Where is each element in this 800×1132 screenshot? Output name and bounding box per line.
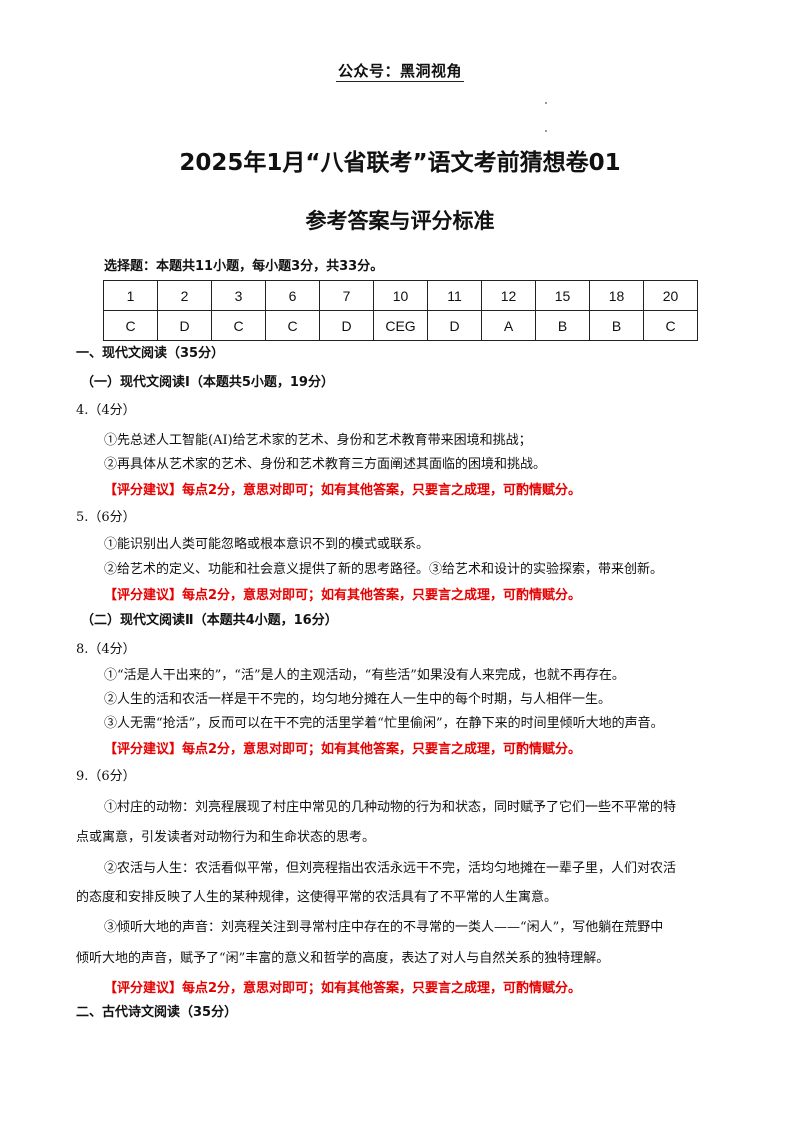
question-number-cell: 12 bbox=[481, 280, 536, 311]
answer-point: ①能识别出人类可能忽略或根本意识不到的模式或联系。 bbox=[104, 537, 430, 552]
question-head: 4.（4分） bbox=[76, 403, 136, 418]
question-number-cell: 15 bbox=[535, 280, 590, 311]
answer-cell: C bbox=[265, 310, 320, 341]
answer-point: 点或寓意，引发读者对动物行为和生命状态的思考。 bbox=[76, 830, 376, 845]
answer-point: ②给艺术的定义、功能和社会意义提供了新的思考路径。③给艺术和设计的实验探索，带来… bbox=[104, 562, 664, 577]
choice-section-note: 选择题：本题共11小题，每小题3分，共33分。 bbox=[104, 259, 384, 274]
question-number-cell: 6 bbox=[265, 280, 320, 311]
answer-point: 倾听大地的声音，赋予了“闲”丰富的意义和哲学的高度，表达了对人与自然关系的独特理… bbox=[76, 951, 610, 966]
answer-cell: A bbox=[481, 310, 536, 341]
question-number-cell: 20 bbox=[643, 280, 698, 311]
scoring-advice: 【评分建议】每点2分，意思对即可；如有其他答案，只要言之成理，可酌情赋分。 bbox=[104, 742, 582, 757]
scan-dot bbox=[545, 130, 547, 132]
answer-point: ②人生的活和农活一样是干不完的，均匀地分摊在人一生中的每个时期，与人相伴一生。 bbox=[104, 692, 612, 707]
answer-point: ①先总述人工智能(AI)给艺术家的艺术、身份和艺术教育带来困境和挑战； bbox=[104, 433, 532, 448]
scoring-advice: 【评分建议】每点2分，意思对即可；如有其他答案，只要言之成理，可酌情赋分。 bbox=[104, 588, 582, 603]
subsection-heading: （一）现代文阅读Ⅰ（本题共5小题，19分） bbox=[81, 375, 334, 390]
document-title: 2025年1月“八省联考”语文考前猜想卷01 bbox=[179, 150, 621, 176]
answer-cell: D bbox=[319, 310, 374, 341]
answer-cell: D bbox=[157, 310, 212, 341]
answer-point: ②再具体从艺术家的艺术、身份和艺术教育三方面阐述其面临的困境和挑战。 bbox=[104, 457, 547, 472]
answer-cell: D bbox=[427, 310, 482, 341]
answer-point: ①村庄的动物：刘亮程展现了村庄中常见的几种动物的行为和状态，同时赋予了它们一些不… bbox=[104, 800, 677, 815]
answer-cell: B bbox=[589, 310, 644, 341]
answer-point: 的态度和安排反映了人生的某种规律，这使得平常的农活具有了不平常的人生寓意。 bbox=[76, 890, 558, 905]
answer-table: 1 2 3 6 7 10 11 12 15 18 20 C D C C D CE… bbox=[103, 280, 698, 341]
header-note: 公众号：黑洞视角 bbox=[0, 60, 800, 82]
document-subtitle: 参考答案与评分标准 bbox=[305, 209, 495, 233]
question-number-cell: 10 bbox=[373, 280, 428, 311]
question-number-cell: 3 bbox=[211, 280, 266, 311]
answer-point: ①“活是人干出来的”，“活”是人的主观活动，“有些活”如果没有人来完成，也就不再… bbox=[104, 668, 625, 683]
answer-cell: C bbox=[211, 310, 266, 341]
answer-cell: CEG bbox=[373, 310, 428, 341]
answer-cell: C bbox=[643, 310, 698, 341]
answer-table-number-row: 1 2 3 6 7 10 11 12 15 18 20 bbox=[103, 280, 698, 311]
question-number-cell: 2 bbox=[157, 280, 212, 311]
answer-table-answer-row: C D C C D CEG D A B B C bbox=[103, 310, 698, 341]
question-number-cell: 18 bbox=[589, 280, 644, 311]
question-number-cell: 7 bbox=[319, 280, 374, 311]
question-number-cell: 1 bbox=[103, 280, 158, 311]
scoring-advice: 【评分建议】每点2分，意思对即可；如有其他答案，只要言之成理，可酌情赋分。 bbox=[104, 981, 582, 996]
question-head: 5.（6分） bbox=[76, 510, 136, 525]
question-number-cell: 11 bbox=[427, 280, 482, 311]
scoring-advice: 【评分建议】每点2分，意思对即可；如有其他答案，只要言之成理，可酌情赋分。 bbox=[104, 483, 582, 498]
answer-point: ②农活与人生：农活看似平常，但刘亮程指出农活永远干不完，活均匀地摊在一辈子里，人… bbox=[104, 861, 677, 876]
section-heading: 一、现代文阅读（35分） bbox=[76, 346, 225, 361]
answer-point: ③人无需“抢活”，反而可以在干不完的活里学着“忙里偷闲”，在静下来的时间里倾听大… bbox=[104, 716, 664, 731]
subsection-heading: （二）现代文阅读Ⅱ（本题共4小题，16分） bbox=[81, 613, 338, 628]
question-head: 9.（6分） bbox=[76, 769, 136, 784]
header-note-text: 公众号：黑洞视角 bbox=[335, 62, 464, 82]
answer-cell: B bbox=[535, 310, 590, 341]
section-heading: 二、古代诗文阅读（35分） bbox=[76, 1005, 238, 1020]
answer-cell: C bbox=[103, 310, 158, 341]
answer-point: ③倾听大地的声音：刘亮程关注到寻常村庄中存在的不寻常的一类人——“闲人”，写他躺… bbox=[104, 920, 664, 935]
scan-dot bbox=[545, 102, 547, 104]
question-head: 8.（4分） bbox=[76, 642, 136, 657]
